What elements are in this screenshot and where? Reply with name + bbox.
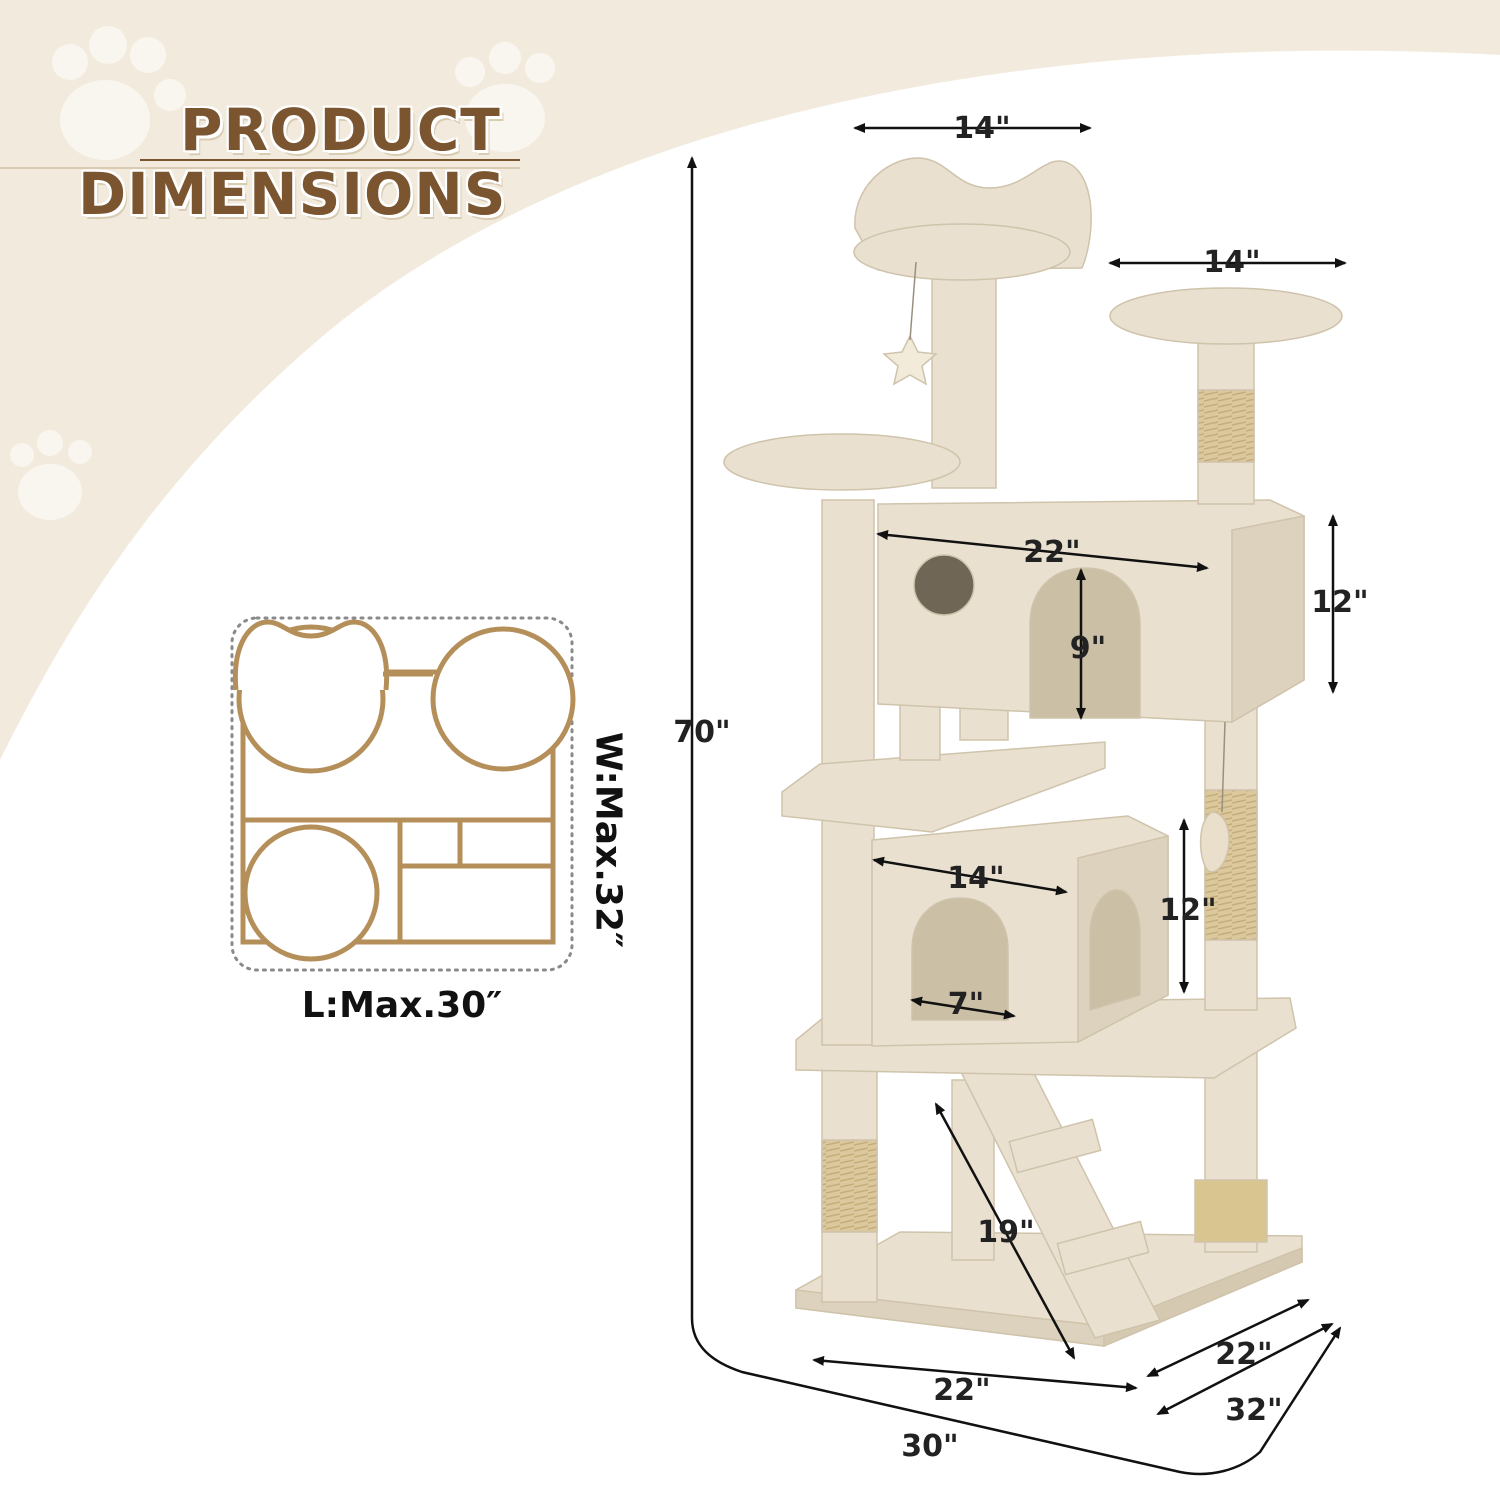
title-line-1: PRODUCT <box>179 95 501 165</box>
height-dimension-line <box>687 156 1342 1476</box>
dim-top-perch-width: 14" <box>953 111 1011 146</box>
footprint-dotted-outline <box>230 616 574 972</box>
upper-condo-width-line <box>876 530 1209 572</box>
base-width-line <box>812 1355 1138 1393</box>
dim-ramp-length: 19" <box>977 1215 1035 1250</box>
paw-print-icon-3 <box>10 430 92 520</box>
ramp-length-line <box>934 1102 1076 1360</box>
condo-inner-2 <box>397 863 556 945</box>
platform-circle <box>430 626 576 772</box>
title-line-2: DIMENSIONS <box>77 159 507 229</box>
dim-platform-width: 14" <box>1203 245 1261 280</box>
dim-upper-door-height: 9" <box>1069 631 1107 666</box>
dim-lower-condo-height: 12" <box>1159 893 1217 928</box>
lower-condo-width-line <box>872 856 1068 896</box>
paw-print-icon-2 <box>455 42 555 152</box>
dim-upper-condo-height: 12" <box>1311 585 1369 620</box>
dim-base-width: 22" <box>933 1373 991 1408</box>
background-band <box>0 0 1500 760</box>
overall-width-line <box>1156 1322 1334 1416</box>
lower-platform-circle <box>242 824 380 962</box>
dim-overall-height: 70" <box>673 715 731 750</box>
paw-print-icon <box>52 26 186 160</box>
dim-lower-door-width: 7" <box>947 987 985 1022</box>
top-perch-ears <box>232 619 390 691</box>
dim-overall-length: 30" <box>901 1429 959 1464</box>
lower-door-width-line <box>910 996 1016 1020</box>
dim-base-depth: 22" <box>1215 1337 1273 1372</box>
top-view-length-label: L:Max.30″ <box>301 985 503 1026</box>
dim-overall-width: 32" <box>1225 1393 1283 1428</box>
dim-upper-condo-width: 22" <box>1023 535 1081 570</box>
dim-lower-condo-width: 14" <box>947 861 1005 896</box>
